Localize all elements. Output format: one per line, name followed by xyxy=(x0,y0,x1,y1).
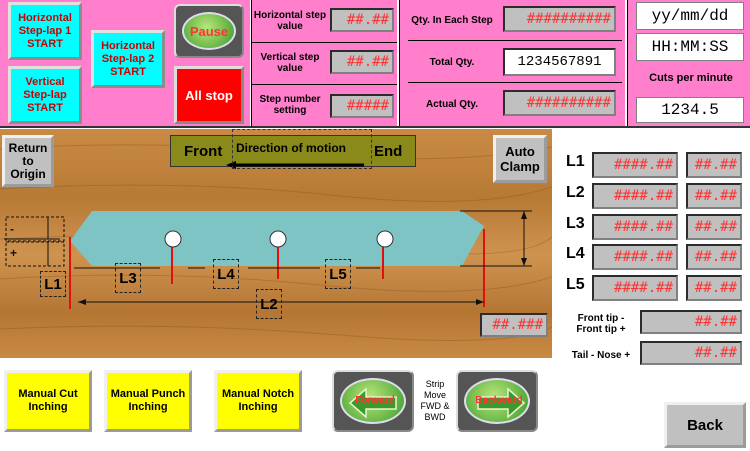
back-button[interactable]: Back xyxy=(664,402,746,448)
direction-dashed-frame xyxy=(232,129,372,169)
vertical-step-value-field[interactable]: ##.## xyxy=(330,50,394,74)
qty-each-step-label: Qty. In Each Step xyxy=(411,14,493,26)
end-label: End xyxy=(374,143,403,160)
plus-sign: + xyxy=(10,246,17,260)
total-qty-field: 1234567891 xyxy=(503,48,616,76)
separator xyxy=(251,84,397,85)
left-arrow-icon xyxy=(348,387,397,419)
l3-marker: L3 xyxy=(115,263,141,293)
step-number-setting-label: Step number setting xyxy=(259,94,321,116)
direction-box xyxy=(170,135,416,167)
l4-marker: L4 xyxy=(213,259,239,289)
strip-diagram: - + Return to Origin Front End Direction… xyxy=(0,129,552,358)
total-qty-label: Total Qty. xyxy=(429,56,475,68)
tail-value-field[interactable]: ##.### xyxy=(480,313,548,337)
forward-label: Forward xyxy=(355,395,395,406)
l5-marker: L5 xyxy=(325,259,351,289)
l5-offset-field[interactable]: ##.## xyxy=(686,275,742,301)
l1-offset-field[interactable]: ##.## xyxy=(686,152,742,178)
strip-move-label: Strip Move FWD & BWD xyxy=(420,379,450,422)
horizontal-step-lap-1-button[interactable]: Horizontal Step-lap 1 START xyxy=(8,2,82,60)
forward-button-face: Forward xyxy=(340,378,406,424)
backward-button[interactable]: Backward xyxy=(456,370,538,432)
direction-of-motion-label: Direction of motion xyxy=(236,141,346,155)
vertical-step-value-label: Vertical step value xyxy=(260,52,320,74)
all-stop-button[interactable]: All stop xyxy=(174,66,244,124)
step-number-setting-field[interactable]: ##### xyxy=(330,94,394,118)
separator xyxy=(251,42,397,43)
horizontal-step-lap-2-button[interactable]: Horizontal Step-lap 2 START xyxy=(91,30,165,88)
horizontal-step-value-field[interactable]: ##.## xyxy=(330,8,394,32)
l5-value-field[interactable]: ####.## xyxy=(592,275,678,301)
date-display: yy/mm/dd xyxy=(636,2,744,30)
manual-cut-inching-button[interactable]: Manual Cut Inching xyxy=(4,370,92,432)
cuts-per-minute-label: Cuts per minute xyxy=(649,71,733,84)
l4-label: L4 xyxy=(566,245,585,262)
l2-offset-field[interactable]: ##.## xyxy=(686,183,742,209)
pause-button-face: Pause xyxy=(182,12,236,50)
right-arrow-icon xyxy=(477,387,526,419)
l3-value-field[interactable]: ####.## xyxy=(592,214,678,240)
qty-each-step-field[interactable]: ########## xyxy=(503,6,616,32)
front-tip-field[interactable]: ##.## xyxy=(640,310,742,334)
horizontal-step-value-label: Horizontal step value xyxy=(253,10,327,32)
vertical-step-lap-button[interactable]: Vertical Step-lap START xyxy=(8,66,82,124)
l2-label: L2 xyxy=(566,184,585,201)
l4-value-field[interactable]: ####.## xyxy=(592,244,678,270)
all-stop-label: All stop xyxy=(185,87,233,103)
actual-qty-field[interactable]: ########## xyxy=(503,90,616,116)
l2-marker: L2 xyxy=(256,289,282,319)
minus-sign: - xyxy=(10,222,14,236)
l1-marker: L1 xyxy=(40,271,66,297)
actual-qty-label: Actual Qty. xyxy=(425,98,479,110)
l3-offset-field[interactable]: ##.## xyxy=(686,214,742,240)
manual-notch-inching-button[interactable]: Manual Notch Inching xyxy=(214,370,302,432)
l1-value-field[interactable]: ####.## xyxy=(592,152,678,178)
l5-label: L5 xyxy=(566,276,585,293)
direction-arrow-icon xyxy=(226,156,366,169)
tail-nose-label: Tail - Nose + xyxy=(571,349,631,361)
l3-label: L3 xyxy=(566,215,585,232)
l4-offset-field[interactable]: ##.## xyxy=(686,244,742,270)
forward-button[interactable]: Forward xyxy=(332,370,414,432)
return-to-origin-button[interactable]: Return to Origin xyxy=(2,135,54,187)
l2-value-field[interactable]: ####.## xyxy=(592,183,678,209)
front-label: Front xyxy=(184,143,223,160)
header-bottom-border xyxy=(0,126,750,128)
backward-label: Backward xyxy=(475,395,523,406)
time-display: HH:MM:SS xyxy=(636,33,744,61)
auto-clamp-button[interactable]: Auto Clamp xyxy=(493,135,547,183)
cuts-per-minute-display: 1234.5 xyxy=(636,97,744,123)
pause-label: Pause xyxy=(189,23,229,39)
l1-label: L1 xyxy=(566,153,585,170)
separator xyxy=(408,82,622,83)
pause-button[interactable]: Pause xyxy=(174,4,244,58)
tail-nose-field[interactable]: ##.## xyxy=(640,341,742,365)
front-tip-label: Front tip - Front tip + xyxy=(576,313,626,335)
separator xyxy=(408,40,622,41)
backward-button-face: Backward xyxy=(464,378,530,424)
manual-punch-inching-button[interactable]: Manual Punch Inching xyxy=(104,370,192,432)
